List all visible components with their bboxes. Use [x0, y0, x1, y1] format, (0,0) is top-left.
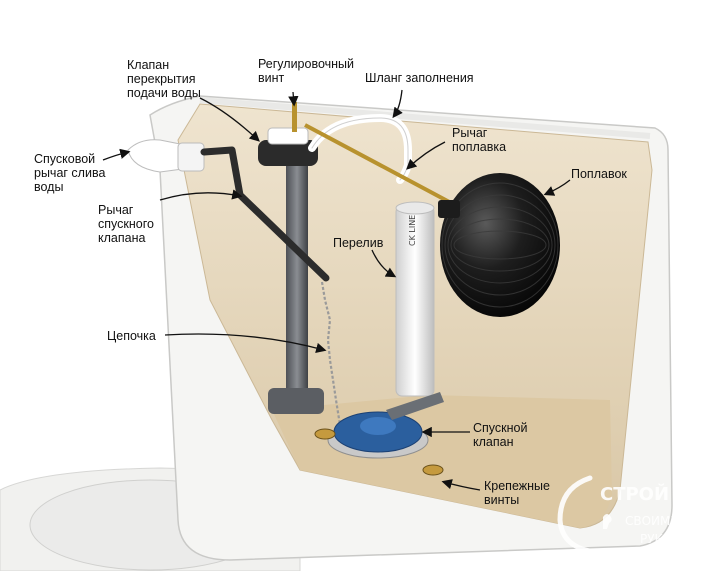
arrow-handle: [102, 148, 131, 161]
float-arm-rod: [304, 123, 456, 207]
overflow-tube-text: CK LINE: [408, 215, 417, 246]
watermark-line3: РУКАМИ: [640, 532, 691, 546]
fill-valve: [258, 102, 324, 414]
flush-lever-arm: [200, 146, 330, 282]
label-overflow: Перелив: [333, 236, 384, 250]
flapper: [327, 392, 444, 459]
label-float: Поплавок: [571, 167, 627, 181]
label-chain: Цепочка: [107, 329, 156, 343]
label-valve: Клапан перекрытия подачи воды: [127, 58, 201, 100]
overflow-tube: CK LINE: [395, 201, 435, 397]
label-bolts: Крепежные винты: [484, 479, 550, 507]
flush-handle: [127, 139, 205, 173]
float-ball: [438, 173, 560, 317]
callout-arrows: [102, 89, 571, 491]
chain: [320, 281, 342, 426]
arrow-valve: [199, 97, 260, 142]
label-screw: Регулировочный винт: [258, 57, 355, 85]
arrow-chain: [164, 333, 327, 353]
arrow-bolts: [441, 479, 481, 491]
label-flapper: Спускной клапан: [473, 421, 528, 449]
arrow-float-arm: [406, 141, 446, 170]
label-hose: Шланг заполнения: [365, 71, 474, 85]
arrow-flush-arm: [159, 189, 243, 201]
label-handle: Спусковой рычаг слива воды: [34, 152, 106, 194]
watermark-line2: СВОИМИ: [625, 514, 679, 528]
arrow-float: [543, 179, 571, 196]
watermark-logo: СТРОЙ СВОИМИ РУКАМИ: [557, 475, 691, 555]
arrow-overflow: [371, 249, 397, 278]
label-float-arm: Рычаг поплавка: [452, 126, 507, 154]
label-flush-arm: Рычаг спускного клапана: [98, 203, 154, 245]
arrow-screw: [288, 91, 299, 107]
watermark-line1: СТРОЙ: [600, 483, 669, 505]
mounting-bolts: [314, 428, 444, 476]
arrow-hose: [392, 89, 403, 119]
